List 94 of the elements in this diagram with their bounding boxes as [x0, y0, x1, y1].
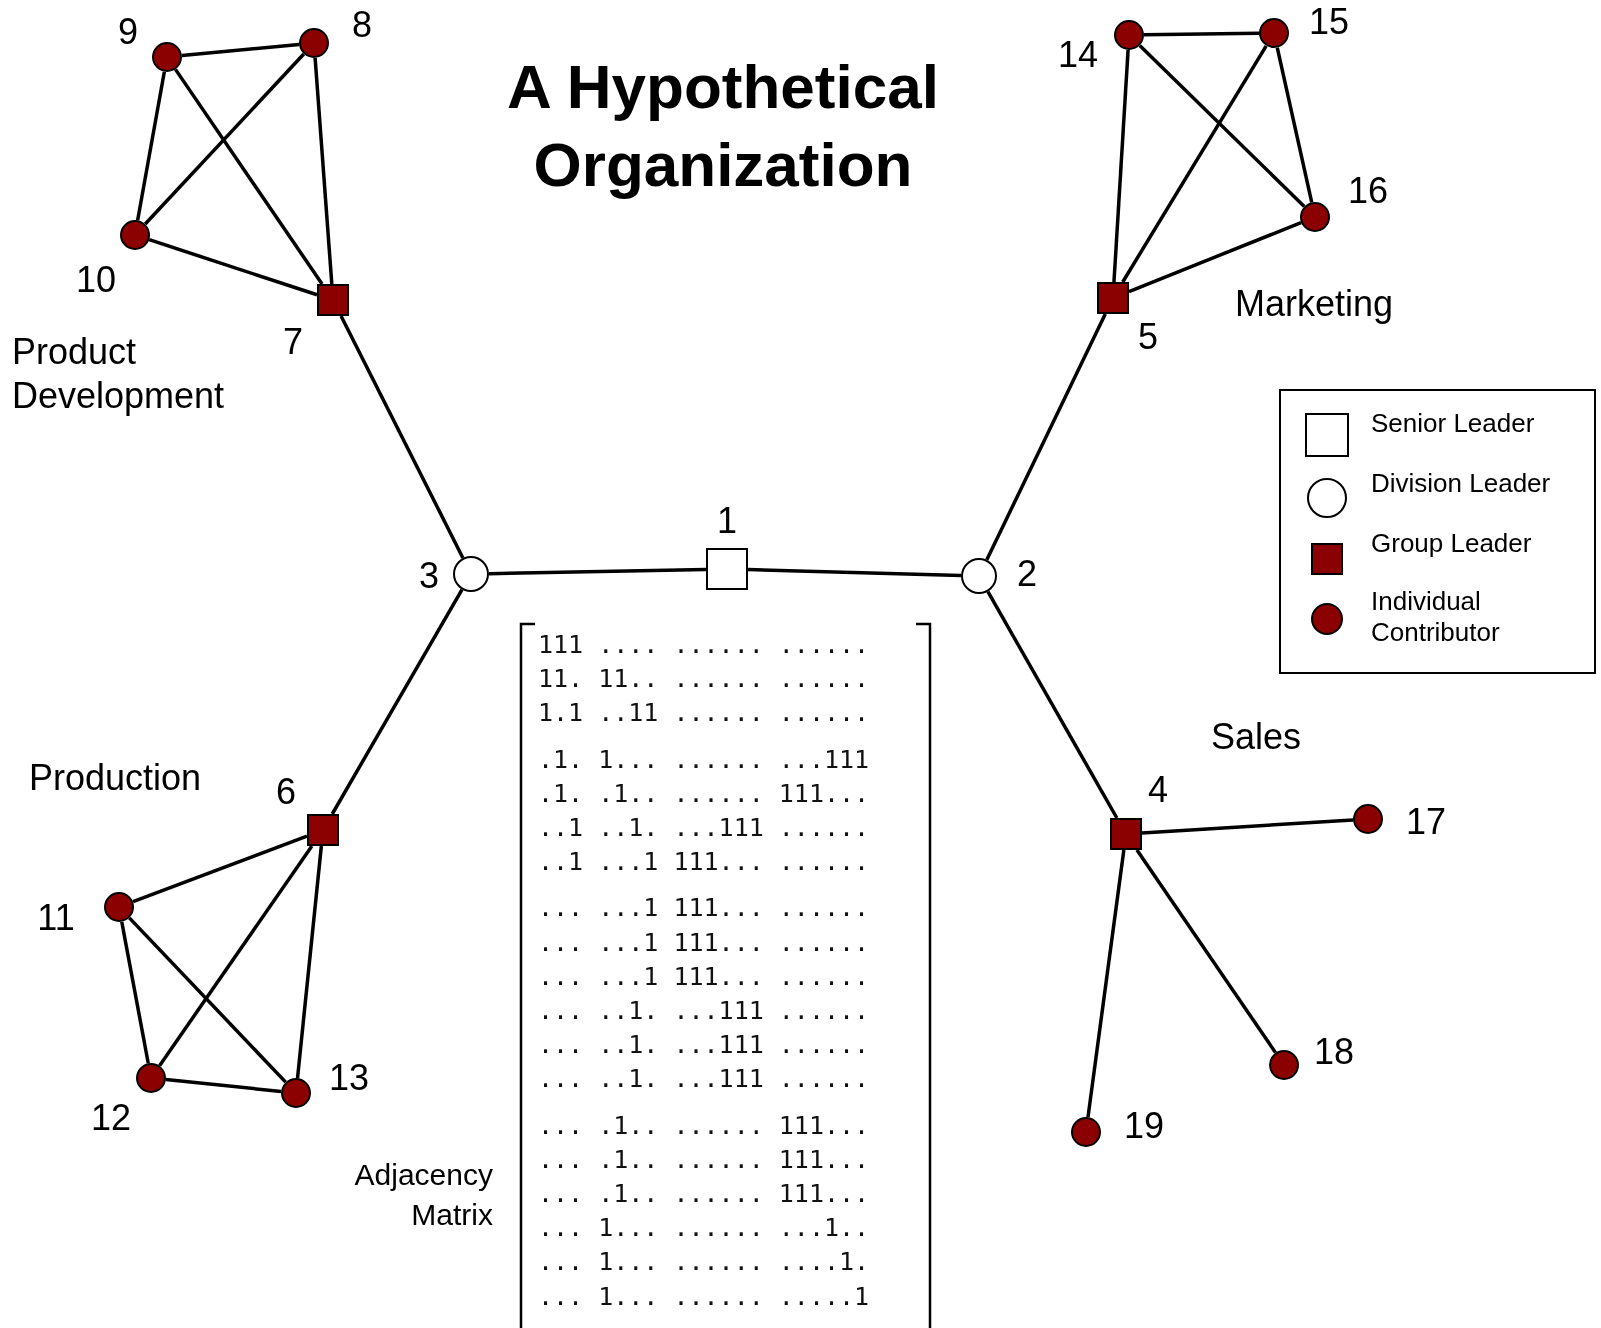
legend-text: Senior Leader — [1371, 408, 1536, 439]
legend-text: Division Leader — [1371, 468, 1552, 499]
contributor-dot — [299, 28, 329, 58]
connector-line — [985, 313, 1107, 561]
node-number: 9 — [118, 11, 138, 53]
connector-line — [120, 921, 150, 1064]
matrix-row: ... .1.. ...... 111... — [538, 1110, 870, 1141]
senior-square — [706, 548, 748, 590]
contributor-dot — [152, 42, 182, 72]
contributor-dot — [281, 1078, 311, 1108]
connector-line — [158, 845, 314, 1067]
connector-line — [181, 42, 300, 58]
matrix-label: Adjacency Matrix — [353, 1157, 493, 1233]
node-number: 8 — [352, 4, 372, 46]
node-number: 11 — [37, 897, 75, 939]
group-square — [317, 284, 349, 316]
contributor-dot — [104, 892, 134, 922]
node-number: 3 — [419, 555, 439, 597]
node-number: 16 — [1348, 170, 1388, 212]
connector-line — [1086, 849, 1126, 1118]
group-label: Sales — [1211, 715, 1303, 759]
legend-text: Group Leader — [1371, 528, 1533, 559]
matrix-row: ... ...1 111... ...... — [538, 961, 870, 992]
matrix-row: ... .1.. ...... 111... — [538, 1144, 870, 1175]
connector-line — [148, 238, 318, 297]
matrix-row: ... 1... ...... .....1 — [538, 1281, 870, 1312]
node-number: 10 — [76, 259, 116, 301]
node-number: 6 — [276, 771, 296, 813]
matrix-row: 111 .... ...... ...... — [538, 630, 870, 660]
legend-text: Individual Contributor — [1371, 586, 1501, 648]
node-number: 13 — [329, 1057, 369, 1099]
matrix-row: .1. 1... ...... ...111 — [538, 744, 870, 775]
connector-line — [313, 57, 334, 285]
connector-line — [339, 315, 465, 559]
matrix-row: ... .1.. ...... 111... — [538, 1179, 870, 1209]
matrix-row: ..1 ..1. ...111 ...... — [538, 813, 870, 843]
connector-line — [132, 834, 308, 904]
node-number: 2 — [1017, 553, 1037, 595]
matrix-row: ..1 ...1 111... ...... — [538, 847, 870, 878]
connector-line — [1135, 849, 1277, 1054]
node-number: 4 — [1148, 769, 1168, 811]
connector-line — [1143, 31, 1260, 37]
group-square — [1110, 818, 1142, 850]
node-number: 12 — [91, 1097, 131, 1139]
division-circle — [961, 558, 997, 594]
matrix-row: ... 1... ...... ....1. — [538, 1247, 870, 1278]
connector-line — [488, 567, 707, 576]
connector-line — [165, 1077, 282, 1094]
contributor-dot — [1269, 1050, 1299, 1080]
node-number: 7 — [283, 321, 303, 363]
connector-line — [128, 916, 287, 1084]
matrix-row: ... ..1. ...111 ...... — [538, 996, 870, 1026]
connector-line — [330, 588, 464, 815]
group-label: Product Development — [12, 330, 226, 418]
matrix-row: ... ..1. ...111 ...... — [538, 1030, 870, 1061]
node-number: 1 — [717, 500, 737, 542]
connector-line — [1121, 44, 1268, 283]
connector-line — [747, 567, 962, 578]
contributor-dot — [1259, 18, 1289, 48]
matrix-row: ... ...1 111... ...... — [538, 927, 870, 958]
matrix-row: .1. .1.. ...... 111... — [538, 778, 870, 809]
group-label: Production — [29, 756, 203, 800]
matrix-row: ... ..1. ...111 ...... — [538, 1064, 870, 1095]
contributor-dot — [136, 1063, 166, 1093]
connector-line — [135, 71, 167, 221]
connector-line — [1138, 44, 1306, 208]
contributor-dot — [120, 220, 150, 250]
connector-line — [295, 845, 324, 1079]
division-circle — [453, 556, 489, 592]
title: A Hypothetical Organization — [506, 51, 940, 201]
group-square — [1097, 282, 1129, 314]
connector-line — [1141, 818, 1354, 835]
node-number: 18 — [1314, 1031, 1354, 1073]
matrix-row: 11. 11.. ...... ...... — [538, 664, 870, 695]
node-number: 5 — [1138, 316, 1158, 358]
connector-line — [174, 68, 324, 285]
matrix-row: ... 1... ...... ...1.. — [538, 1213, 870, 1244]
contributor-dot — [1114, 20, 1144, 50]
node-number: 19 — [1124, 1105, 1164, 1147]
matrix-row: ... ...1 111... ...... — [538, 893, 870, 924]
connector-line — [1128, 220, 1302, 294]
connector-line — [1275, 47, 1314, 203]
matrix-row: 1.1 ..11 ...... ...... — [538, 698, 870, 729]
connector-line — [986, 590, 1119, 819]
node-number: 17 — [1406, 801, 1446, 843]
group-square — [307, 814, 339, 846]
contributor-dot — [1353, 804, 1383, 834]
contributor-dot — [1300, 202, 1330, 232]
contributor-dot — [1071, 1117, 1101, 1147]
connector-line — [143, 52, 306, 226]
node-number: 15 — [1309, 1, 1349, 43]
connector-line — [1112, 49, 1130, 283]
node-number: 14 — [1058, 34, 1098, 76]
group-label: Marketing — [1235, 282, 1395, 326]
